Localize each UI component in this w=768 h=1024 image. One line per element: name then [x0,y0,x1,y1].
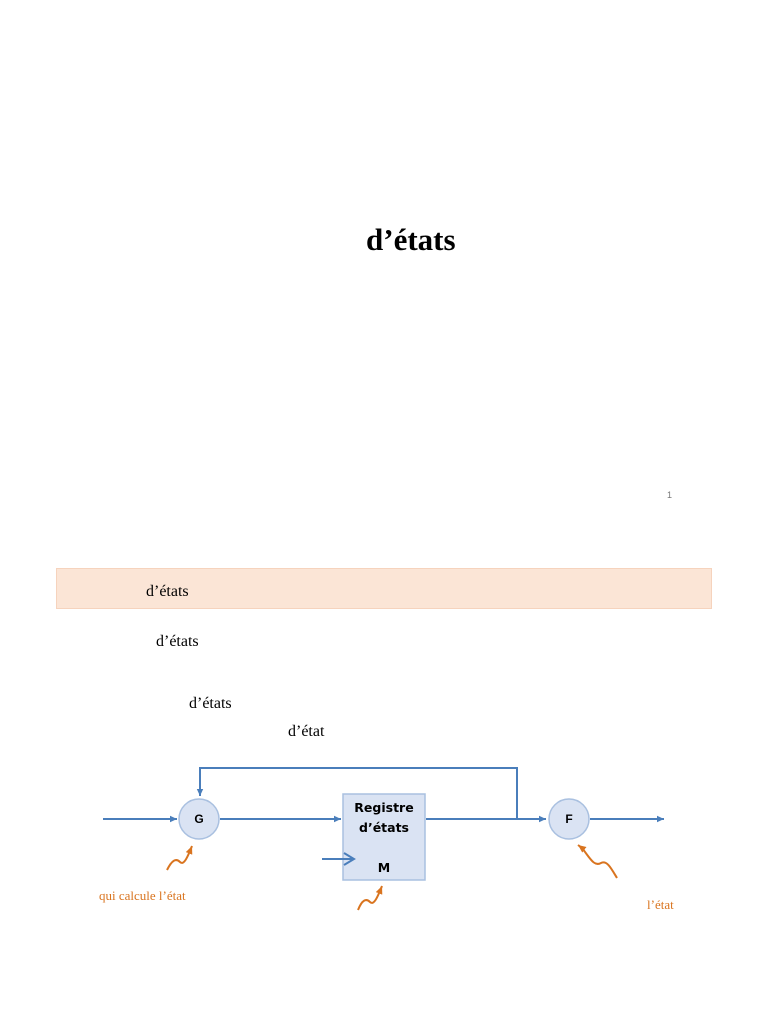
band-text: d’états [146,583,189,600]
clock-arrow-head [343,852,356,866]
annotation-arrow-register [357,885,383,911]
node-f-label: F [565,812,572,826]
feedback-loop-arrow [196,767,518,819]
register-label-line1: Registre [354,800,413,815]
highlight-band [56,568,712,609]
node-g-label: G [194,812,203,826]
text-line-3: d’état [288,723,325,740]
annotation-arrow-f [577,844,618,879]
page-number: 1 [667,490,673,500]
annotation-f-text: l’état [647,897,674,912]
text-line-2: d’états [189,695,232,712]
annotation-arrow-g [166,845,193,871]
annotation-g-text: qui calcule l’état [99,888,186,903]
node-f [548,798,590,840]
register-m-label: M [378,860,390,875]
slide-title: d’états [366,222,456,257]
state-register-box [342,793,426,881]
text-line-1: d’états [156,633,199,650]
node-g [178,798,220,840]
register-label-line2: d’états [359,820,409,835]
